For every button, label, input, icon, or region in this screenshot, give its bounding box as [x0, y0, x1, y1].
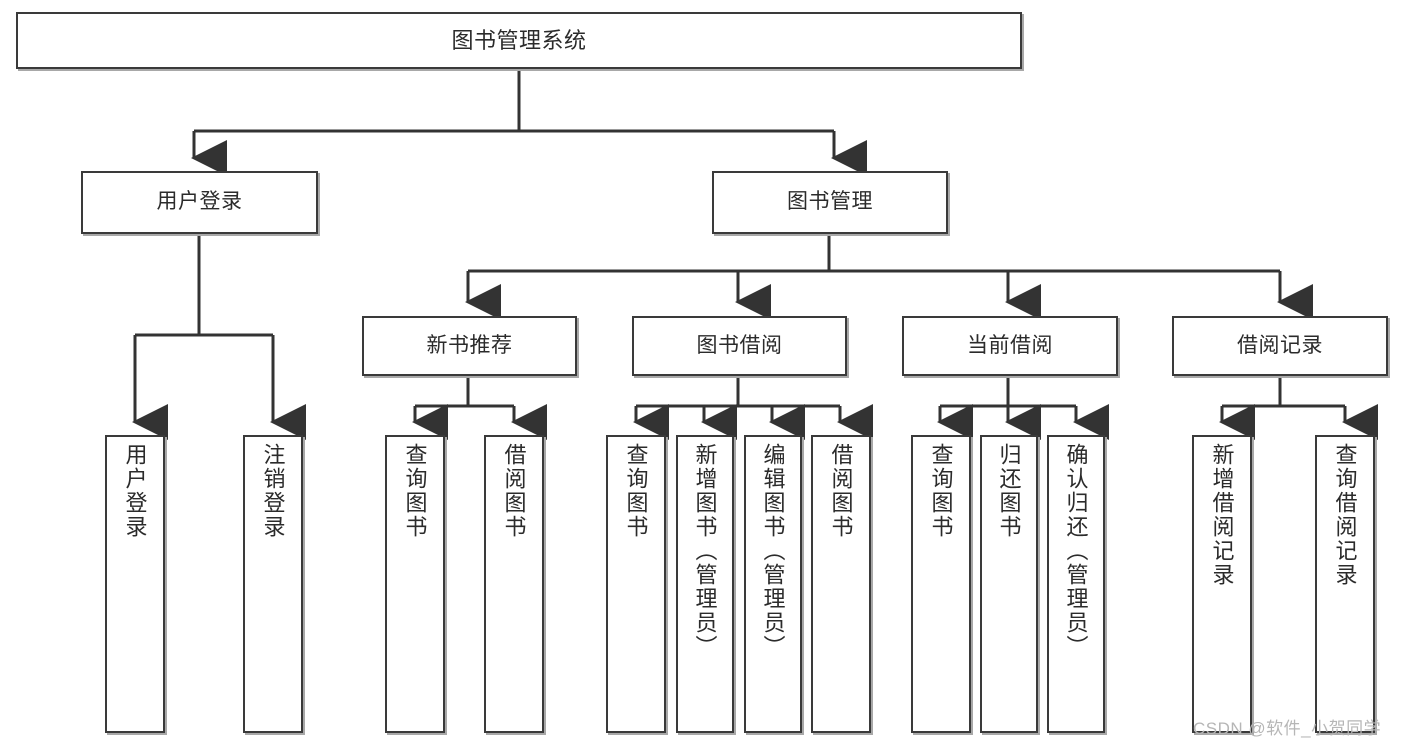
node-label: 新书推荐 [426, 333, 513, 357]
leaf-edit-book[interactable]: 编辑图书（管理员） [744, 435, 802, 733]
node-label: 当前借阅 [967, 333, 1053, 357]
node-label: 借阅图书 [828, 443, 854, 539]
node-label: 图书管理系统 [451, 27, 587, 53]
leaf-borrow-book-1[interactable]: 借阅图书 [484, 435, 544, 733]
node-label: 编辑图书（管理员） [760, 443, 786, 659]
leaf-borrow-book-2[interactable]: 借阅图书 [811, 435, 871, 733]
leaf-confirm-return[interactable]: 确认归还（管理员） [1047, 435, 1105, 733]
csdn-watermark: CSDN @软件_小贺同学 [1193, 719, 1382, 738]
leaf-query-book-3[interactable]: 查询图书 [911, 435, 971, 733]
node-borrow-record[interactable]: 借阅记录 [1172, 316, 1388, 376]
node-book-management[interactable]: 图书管理 [712, 171, 948, 234]
node-book-borrow[interactable]: 图书借阅 [632, 316, 847, 376]
node-label: 新增图书（管理员） [692, 443, 718, 659]
leaf-query-book-1[interactable]: 查询图书 [385, 435, 445, 733]
node-label: 借阅图书 [501, 443, 527, 539]
leaf-query-borrow-record[interactable]: 查询借阅记录 [1315, 435, 1375, 733]
leaf-add-borrow-record[interactable]: 新增借阅记录 [1192, 435, 1252, 733]
node-new-book-recommend[interactable]: 新书推荐 [362, 316, 577, 376]
node-label: 查询借阅记录 [1332, 443, 1358, 587]
node-label: 注销登录 [260, 443, 286, 539]
leaf-logout[interactable]: 注销登录 [243, 435, 303, 733]
node-current-borrow[interactable]: 当前借阅 [902, 316, 1118, 376]
node-label: 新增借阅记录 [1209, 443, 1235, 587]
node-label: 图书借阅 [696, 333, 783, 357]
leaf-return-book[interactable]: 归还图书 [980, 435, 1038, 733]
node-label: 借阅记录 [1237, 333, 1323, 357]
node-label: 用户登录 [122, 443, 148, 539]
node-label: 用户登录 [156, 190, 243, 214]
leaf-user-login[interactable]: 用户登录 [105, 435, 165, 733]
node-label: 归还图书 [996, 443, 1022, 539]
leaf-add-book[interactable]: 新增图书（管理员） [676, 435, 734, 733]
node-label: 查询图书 [928, 443, 954, 539]
node-label: 确认归还（管理员） [1063, 443, 1089, 659]
node-root-system[interactable]: 图书管理系统 [16, 12, 1022, 69]
node-label: 查询图书 [402, 443, 428, 539]
node-label: 查询图书 [623, 443, 649, 539]
node-user-login[interactable]: 用户登录 [81, 171, 318, 234]
node-label: 图书管理 [787, 190, 873, 214]
leaf-query-book-2[interactable]: 查询图书 [606, 435, 666, 733]
